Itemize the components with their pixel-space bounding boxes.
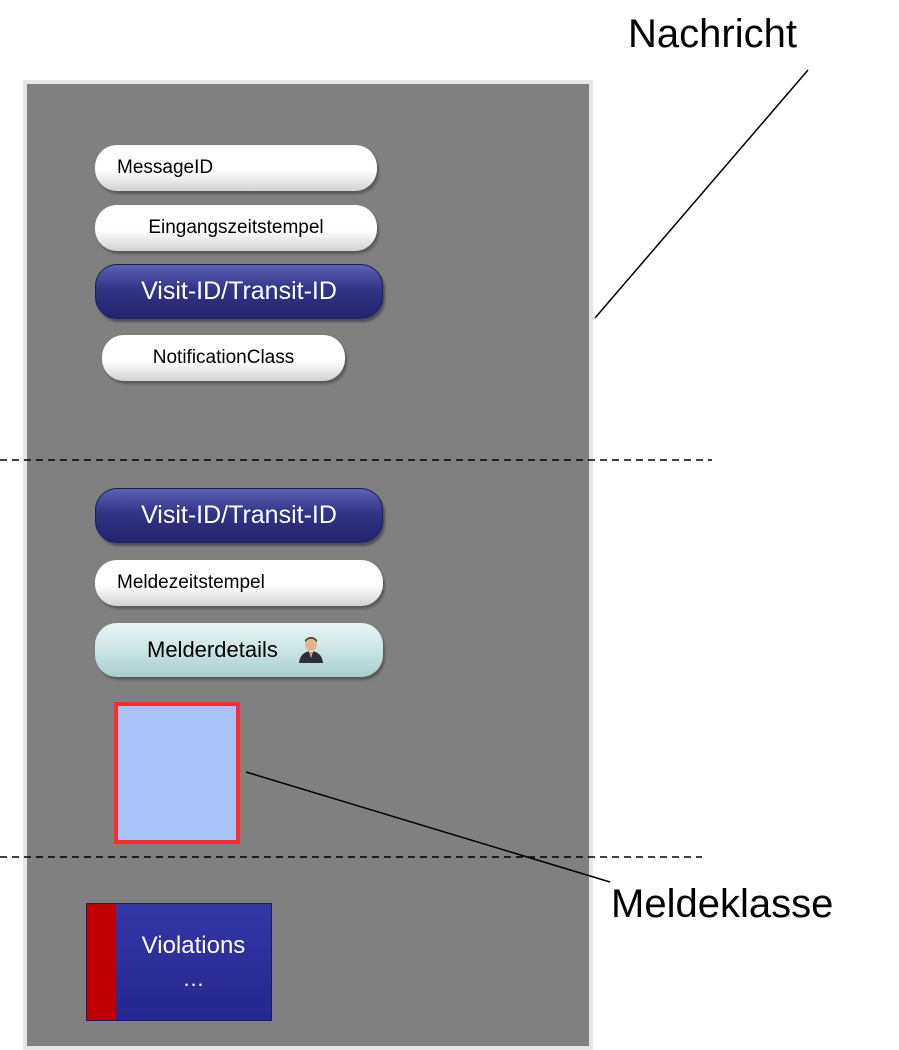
notification-visit-transit-id-label: Visit-ID/Transit-ID	[141, 501, 337, 529]
field-eingangszeitstempel: Eingangszeitstempel	[95, 205, 377, 251]
violations-ellipsis: …	[182, 966, 205, 991]
field-visit-transit-id-label: Visit-ID/Transit-ID	[141, 277, 337, 305]
field-melderdetails-label: Melderdetails	[147, 637, 278, 662]
field-meldezeitstempel-label: Meldezeitstempel	[117, 572, 265, 593]
violations-title: Violations	[141, 932, 246, 959]
violations-box: Violations …	[86, 903, 272, 1021]
field-eingangszeitstempel-label: Eingangszeitstempel	[148, 217, 324, 238]
meldeklasse-connector	[245, 771, 611, 883]
field-visit-transit-id: Visit-ID/Transit-ID	[95, 264, 383, 319]
field-melderdetails: Melderdetails	[95, 623, 383, 677]
violations-stripe	[87, 904, 116, 1020]
nachricht-connector	[594, 69, 809, 319]
meldeklasse-label: Meldeklasse	[611, 882, 834, 926]
nachricht-label: Nachricht	[628, 12, 797, 56]
field-meldezeitstempel: Meldezeitstempel	[95, 560, 383, 606]
person-icon	[298, 637, 323, 663]
notification-visit-transit-id: Visit-ID/Transit-ID	[95, 488, 383, 543]
field-message-id: MessageID	[95, 145, 377, 191]
field-notification-class: NotificationClass	[102, 335, 345, 381]
notification-class-box	[114, 702, 240, 844]
field-message-id-label: MessageID	[117, 157, 214, 178]
field-notification-class-label: NotificationClass	[152, 347, 295, 368]
